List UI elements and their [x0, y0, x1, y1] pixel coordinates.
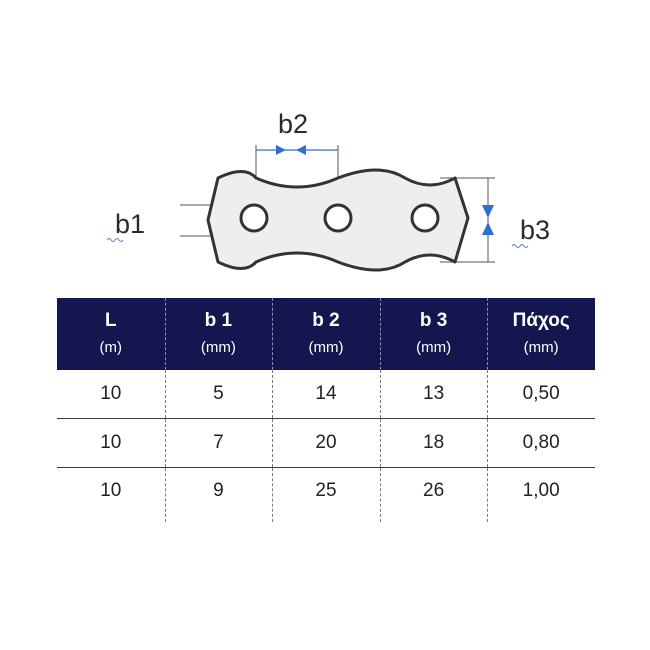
fence-strip-diagram: b2 b1 b3 [106, 109, 550, 272]
cell-thickness: 0,80 [487, 419, 595, 467]
cell-l: 10 [100, 432, 122, 453]
b1-label: b1 [115, 209, 145, 239]
cell-l: 10 [100, 383, 122, 404]
table-row: 10 7 20 18 0,80 [57, 419, 595, 468]
dimension-guides [180, 145, 495, 263]
header-unit: (m) [99, 339, 123, 356]
header-thickness: Πάχος (mm) [487, 298, 595, 370]
header-b1: b 1 (mm) [164, 298, 273, 370]
header-name: L [104, 310, 117, 331]
b2-arrows [256, 145, 338, 155]
header-unit: (mm) [308, 339, 344, 356]
hole-2 [323, 203, 353, 233]
b3-squiggle [511, 244, 529, 248]
cell-b3: 18 [379, 419, 488, 467]
cell-thickness: 0,50 [487, 370, 595, 418]
cell-l: 10 [100, 480, 122, 501]
b2-label: b2 [278, 109, 308, 139]
header-unit: (mm) [523, 339, 559, 356]
header-name: b 1 [204, 310, 233, 331]
header-b3: b 3 (mm) [379, 298, 488, 370]
table-row: 10 5 14 13 0,50 [57, 370, 595, 419]
b3-arrows [482, 205, 494, 235]
b1-squiggle [106, 238, 124, 242]
header-unit: (mm) [200, 339, 236, 356]
cell-b3: 13 [379, 370, 488, 418]
header-name: b 2 [312, 310, 340, 331]
cell-b2: 25 [272, 468, 380, 522]
header-unit: (mm) [416, 339, 452, 356]
cell-b2: 14 [272, 370, 380, 418]
header-name: Πάχος [512, 310, 570, 331]
cell-b3: 26 [379, 468, 488, 522]
cell-b1: 9 [164, 468, 273, 522]
cell-b1: 7 [164, 419, 273, 467]
cell-b1: 5 [164, 370, 273, 418]
table-row: 10 9 25 26 1,00 [57, 468, 595, 522]
b3-label: b3 [520, 215, 550, 245]
hole-3 [410, 203, 440, 233]
cell-thickness: 1,00 [487, 468, 595, 522]
header-l: L (m) [57, 298, 165, 370]
hole-1 [239, 203, 269, 233]
header-name: b 3 [419, 310, 448, 331]
cell-b2: 20 [272, 419, 380, 467]
table-header: L (m) b 1 (mm) b 2 (mm) b 3 (mm) Πάχος (… [57, 298, 595, 370]
header-b2: b 2 (mm) [272, 298, 380, 370]
spec-table: L (m) b 1 (mm) b 2 (mm) b 3 (mm) Πάχος (… [57, 298, 595, 522]
